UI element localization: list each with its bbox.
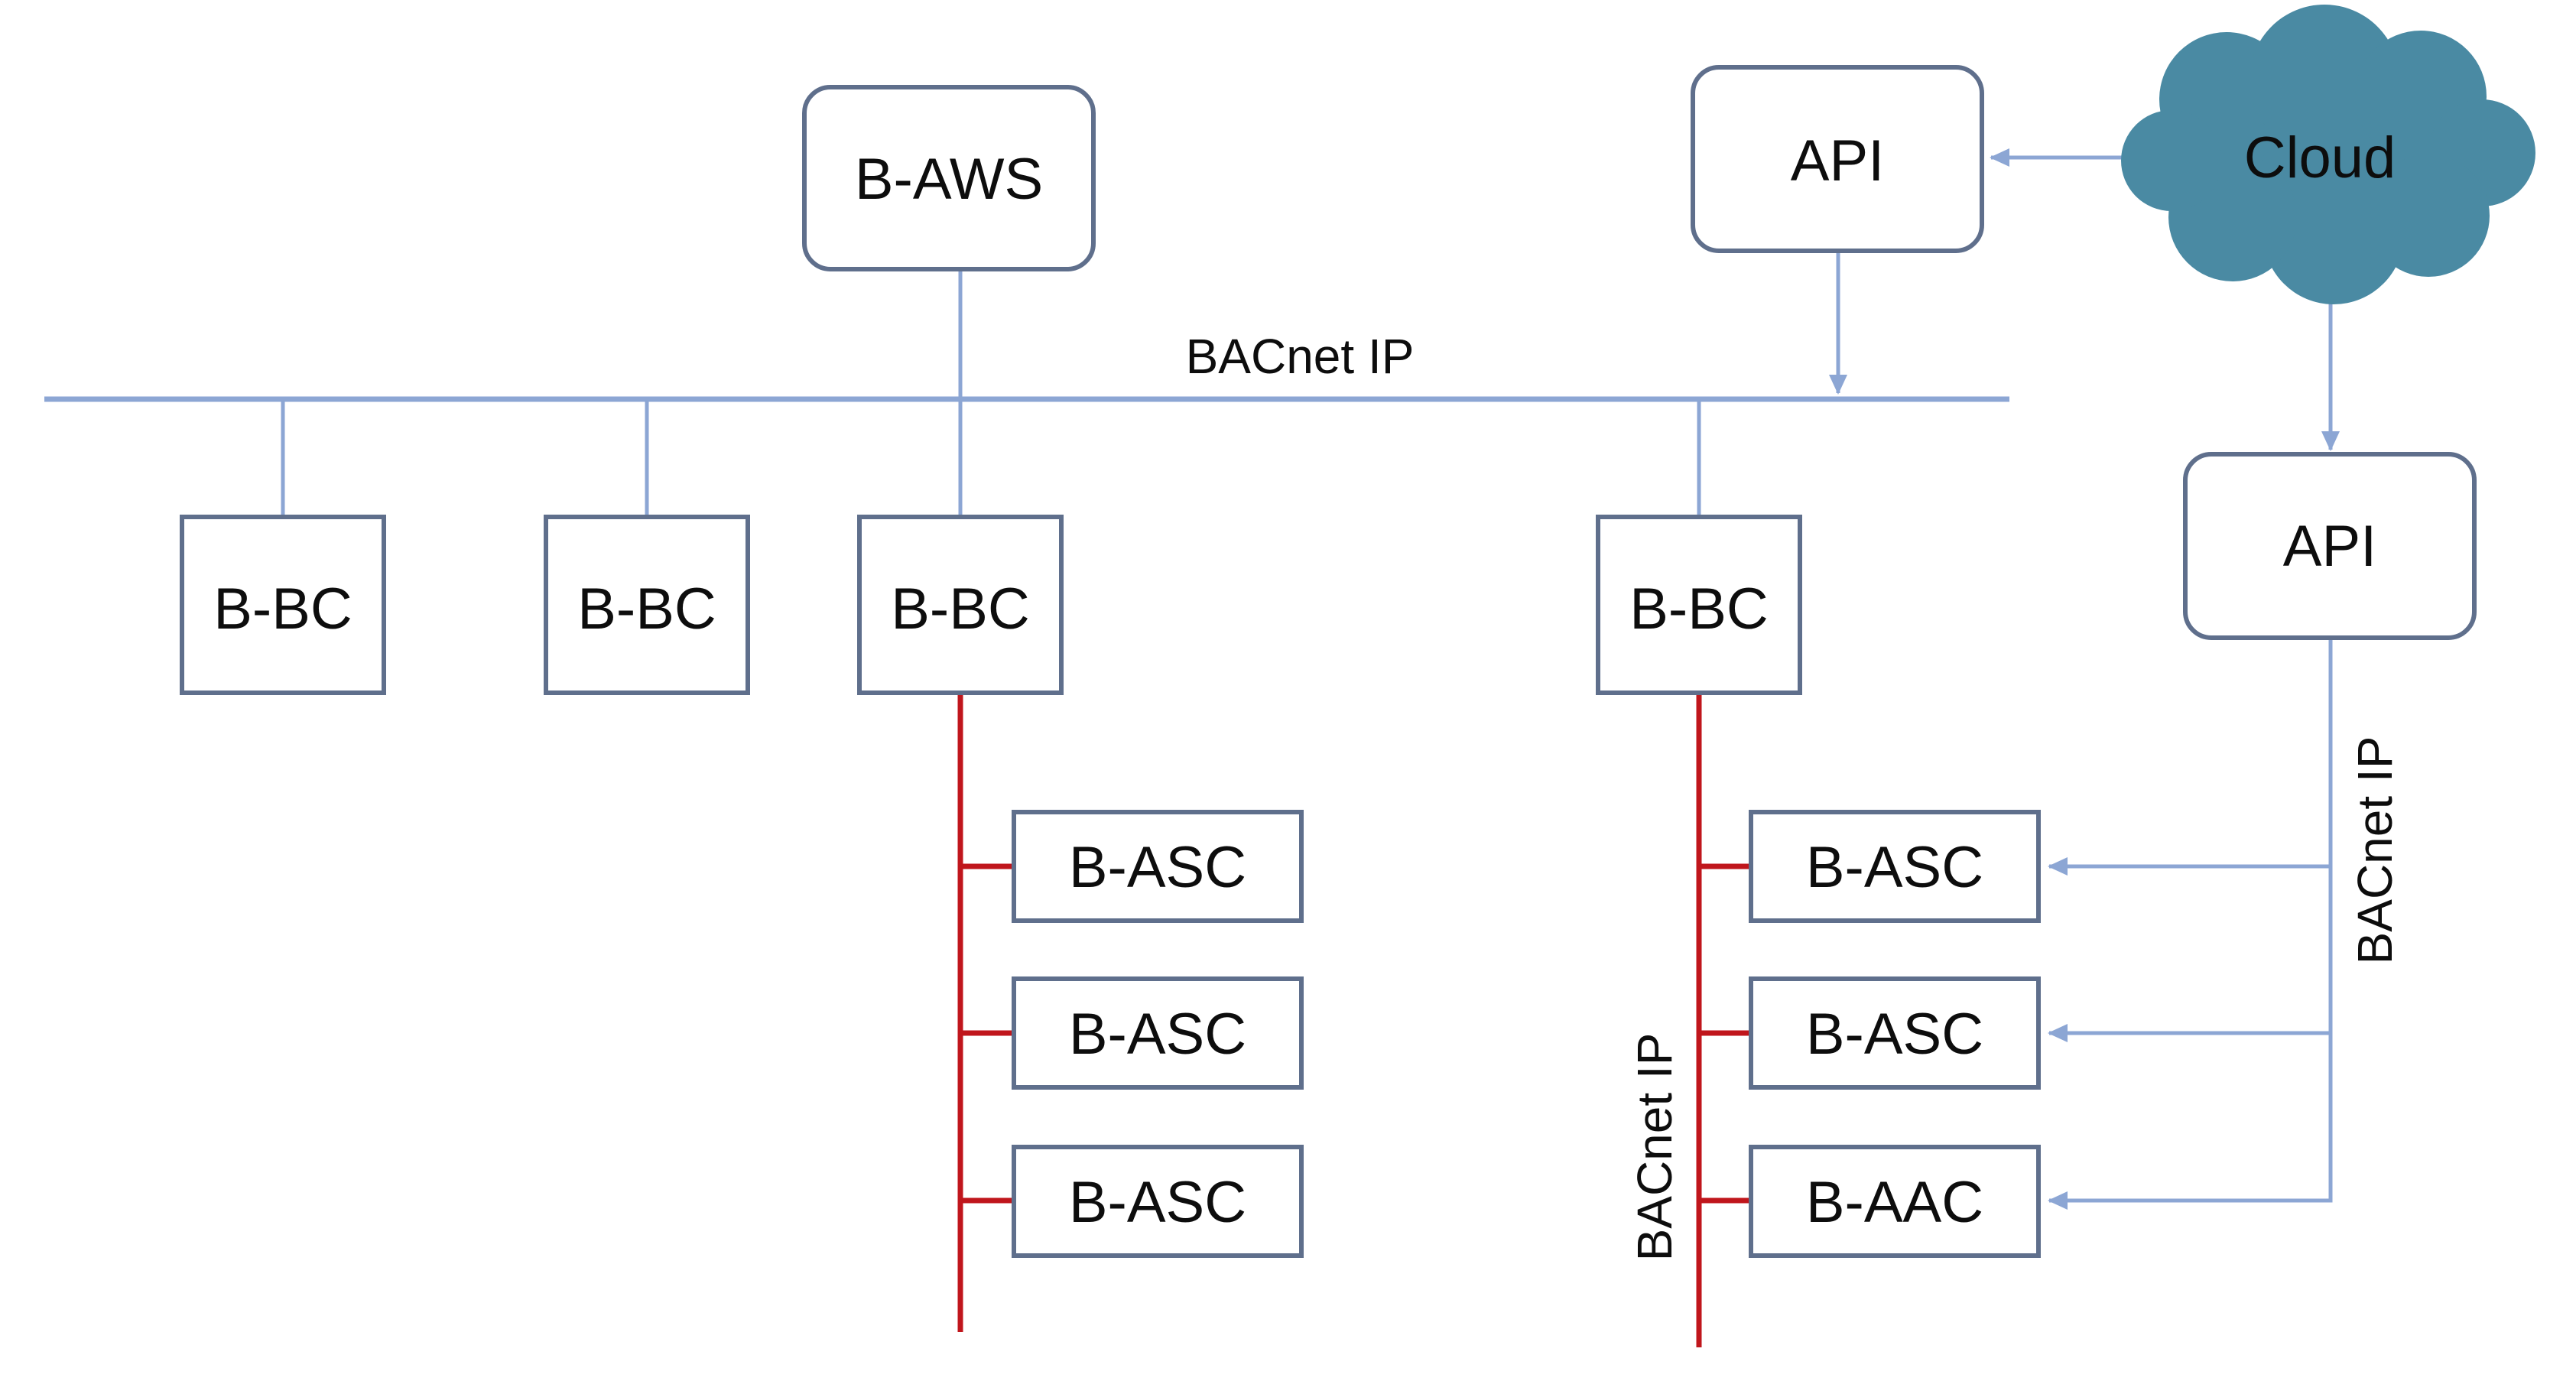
right-sub-bus-label: BACnet IP bbox=[1627, 1033, 1682, 1262]
node-bbc-4-label: B-BC bbox=[1629, 577, 1769, 642]
node-api-top[interactable]: API bbox=[1691, 65, 1984, 253]
node-api-top-label: API bbox=[1791, 128, 1885, 193]
node-bbc-3[interactable]: B-BC bbox=[857, 515, 1064, 695]
node-asc-left-2-label: B-ASC bbox=[1069, 1002, 1246, 1067]
api-feed-label: BACnet IP bbox=[2347, 736, 2402, 965]
node-aac-right-label: B-AAC bbox=[1806, 1170, 1983, 1235]
cloud-icon bbox=[2121, 5, 2535, 304]
node-aac-right[interactable]: B-AAC bbox=[1749, 1145, 2041, 1258]
node-bbc-1-label: B-BC bbox=[213, 577, 352, 642]
node-bbc-3-label: B-BC bbox=[891, 577, 1030, 642]
node-cloud-label: Cloud bbox=[2244, 125, 2396, 190]
node-b-aws-label: B-AWS bbox=[855, 147, 1043, 212]
node-b-aws[interactable]: B-AWS bbox=[802, 85, 1096, 271]
node-asc-right-1[interactable]: B-ASC bbox=[1749, 810, 2041, 923]
node-asc-left-3[interactable]: B-ASC bbox=[1012, 1145, 1304, 1258]
node-bbc-4[interactable]: B-BC bbox=[1596, 515, 1802, 695]
node-bbc-2-label: B-BC bbox=[577, 577, 716, 642]
node-asc-left-1-label: B-ASC bbox=[1069, 835, 1246, 900]
node-api-right[interactable]: API bbox=[2183, 452, 2477, 640]
node-asc-left-3-label: B-ASC bbox=[1069, 1170, 1246, 1235]
node-asc-left-2[interactable]: B-ASC bbox=[1012, 976, 1304, 1090]
node-asc-right-2-label: B-ASC bbox=[1806, 1002, 1983, 1067]
main-bus-label: BACnet IP bbox=[1186, 329, 1415, 384]
node-bbc-1[interactable]: B-BC bbox=[180, 515, 386, 695]
node-asc-left-1[interactable]: B-ASC bbox=[1012, 810, 1304, 923]
node-api-right-label: API bbox=[2283, 514, 2377, 579]
node-asc-right-1-label: B-ASC bbox=[1806, 835, 1983, 900]
api-feed-line bbox=[2048, 638, 2333, 1210]
node-bbc-2[interactable]: B-BC bbox=[544, 515, 750, 695]
node-asc-right-2[interactable]: B-ASC bbox=[1749, 976, 2041, 1090]
node-cloud[interactable]: Cloud bbox=[2121, 5, 2535, 304]
